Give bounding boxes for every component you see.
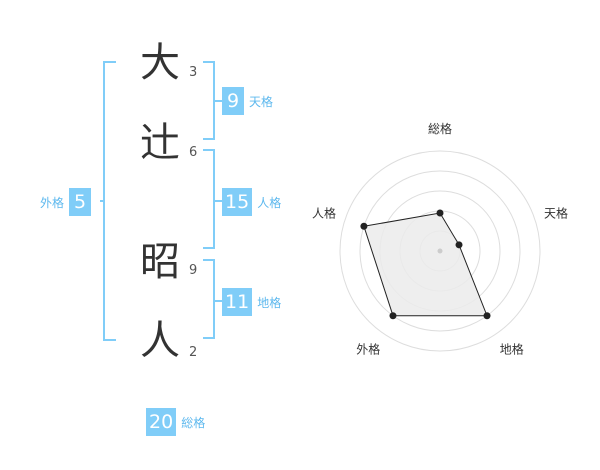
name-char-2: 辻 [140, 120, 180, 166]
gaikaku-connector [100, 200, 105, 202]
radar-axis-label-2: 天格 [544, 205, 568, 220]
name-char-3: 昭 [140, 239, 180, 285]
name-char-1: 大 [140, 40, 180, 86]
tenkaku-connector [214, 100, 222, 102]
gaikaku-value: 5 [69, 188, 92, 216]
soukaku-value: 20 [146, 408, 177, 436]
stroke-count-4: 2 [189, 345, 198, 360]
stroke-count-3: 9 [189, 263, 198, 278]
jinkaku-label: 人格 [257, 195, 282, 210]
radar-axis-label-4: 外格 [356, 342, 380, 357]
radar-point-5 [360, 222, 368, 230]
jinkaku-connector [214, 200, 222, 202]
stroke-count-1: 3 [189, 65, 198, 80]
radar-polygon [363, 212, 488, 317]
radar-axis-label-5: 人格 [312, 205, 336, 220]
chikaku-connector [214, 300, 222, 302]
radar-center-dot [437, 248, 443, 254]
tenkaku-value: 9 [222, 87, 244, 115]
soukaku-label: 総格 [181, 415, 206, 430]
tenkaku-label: 天格 [249, 94, 274, 109]
tenkaku-badge: 9 天格 [222, 87, 273, 115]
radar-point-3 [483, 312, 491, 320]
gaikaku-label: 外格 [40, 195, 65, 210]
chikaku-label: 地格 [257, 295, 282, 310]
jinkaku-value: 15 [222, 188, 253, 216]
jinkaku-badge: 15 人格 [222, 188, 281, 216]
name-char-4: 人 [140, 318, 180, 364]
jinkaku-bracket [203, 149, 215, 249]
radar-axis-label-1: 総格 [428, 121, 452, 136]
chikaku-badge: 11 地格 [222, 288, 281, 316]
chikaku-bracket [203, 259, 215, 339]
gaikaku-badge: 5 外格 [40, 188, 92, 216]
stroke-count-2: 6 [189, 145, 198, 160]
radar-point-2 [455, 241, 463, 249]
radar-point-1 [436, 209, 444, 217]
chikaku-value: 11 [222, 288, 253, 316]
radar-axis-label-3: 地格 [500, 342, 524, 357]
soukaku-badge: 20 総格 [146, 408, 205, 436]
radar-point-4 [389, 312, 397, 320]
